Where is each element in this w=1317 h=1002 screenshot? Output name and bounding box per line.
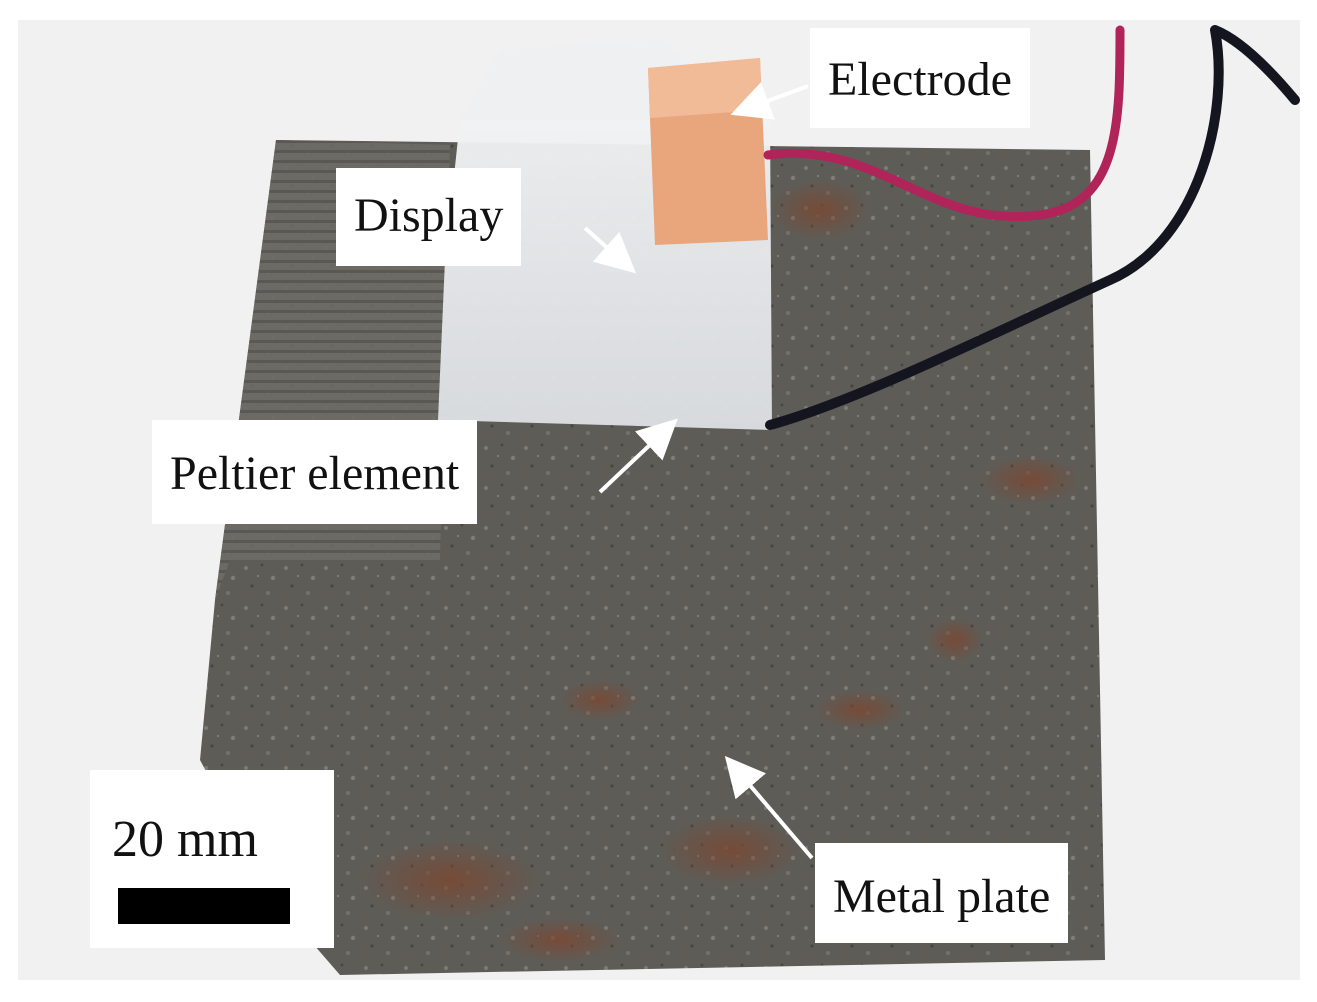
peltier-element-label: Peltier element xyxy=(152,420,478,524)
metal-plate-arrow xyxy=(724,755,814,860)
scale-bar xyxy=(118,888,290,924)
scale-bar-box: 20 mm xyxy=(90,770,334,948)
metal-plate-label: Metal plate xyxy=(815,843,1069,943)
peltier-arrow xyxy=(598,418,678,494)
black-wire xyxy=(765,25,1300,430)
display-label: Display xyxy=(336,168,522,266)
electrode-tab xyxy=(648,58,768,245)
red-wire xyxy=(763,25,1125,222)
electrode-label: Electrode xyxy=(810,28,1030,128)
electrode-arrow xyxy=(730,82,809,120)
display-arrow xyxy=(583,226,636,274)
scale-bar-text: 20 mm xyxy=(112,811,258,868)
